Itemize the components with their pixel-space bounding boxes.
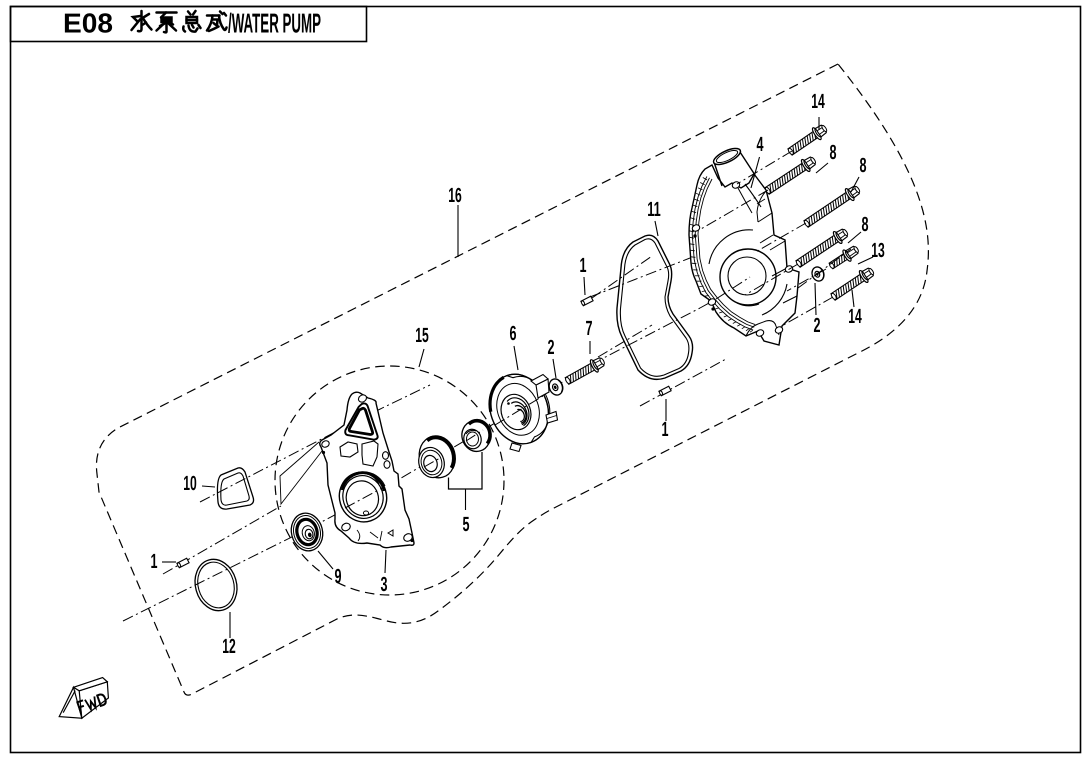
- svg-text:11: 11: [647, 198, 661, 221]
- svg-text:8: 8: [830, 141, 837, 164]
- svg-text:13: 13: [871, 239, 885, 262]
- svg-text:/WATER PUMP: /WATER PUMP: [228, 8, 321, 39]
- svg-text:16: 16: [448, 184, 462, 207]
- svg-text:14: 14: [848, 305, 862, 328]
- svg-text:5: 5: [463, 513, 470, 536]
- svg-text:E08: E08: [63, 8, 113, 39]
- svg-text:10: 10: [183, 472, 197, 495]
- svg-text:3: 3: [381, 573, 388, 596]
- svg-text:9: 9: [335, 565, 342, 588]
- svg-text:12: 12: [222, 635, 236, 658]
- svg-text:7: 7: [586, 317, 593, 340]
- svg-text:8: 8: [860, 154, 867, 177]
- svg-text:6: 6: [510, 322, 517, 345]
- svg-text:2: 2: [814, 314, 821, 337]
- svg-text:1: 1: [580, 254, 587, 277]
- svg-text:15: 15: [415, 324, 429, 347]
- svg-text:1: 1: [662, 418, 669, 441]
- svg-text:14: 14: [811, 90, 825, 113]
- svg-text:8: 8: [862, 213, 869, 236]
- svg-text:1: 1: [151, 550, 158, 573]
- svg-text:4: 4: [757, 133, 764, 156]
- svg-text:2: 2: [548, 336, 555, 359]
